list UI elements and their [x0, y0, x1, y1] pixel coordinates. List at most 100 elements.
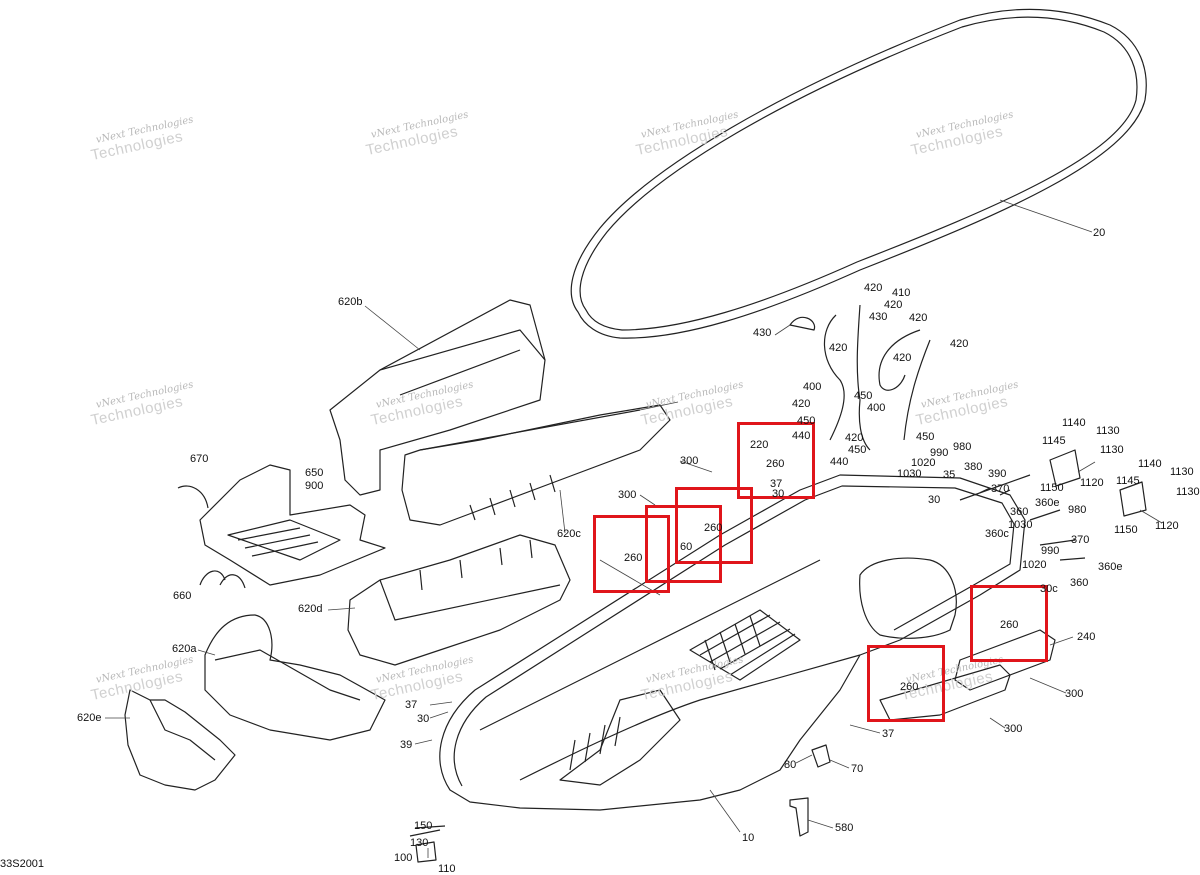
callout-420[interactable]: 420: [893, 352, 912, 364]
callout-1130[interactable]: 1130: [1100, 444, 1124, 456]
callout-360e[interactable]: 360e: [1035, 497, 1060, 509]
callout-620a[interactable]: 620a: [172, 643, 197, 655]
highlight-box-260-b[interactable]: [645, 505, 722, 583]
callout-60[interactable]: 60: [680, 541, 693, 553]
handle-670: [177, 485, 209, 509]
callout-300[interactable]: 300: [1004, 723, 1023, 735]
callout-380[interactable]: 380: [964, 461, 983, 473]
callout-390[interactable]: 390: [988, 468, 1007, 480]
callout-420[interactable]: 420: [909, 312, 928, 324]
callout-450[interactable]: 450: [848, 444, 867, 456]
callout-1140[interactable]: 1140: [1062, 417, 1086, 429]
callout-1020[interactable]: 1020: [911, 457, 936, 469]
highlight-box-260-e[interactable]: [867, 645, 945, 722]
callout-1150[interactable]: 1150: [1114, 524, 1138, 536]
callout-360e[interactable]: 360e: [1098, 561, 1123, 573]
callout-1130[interactable]: 1130: [1170, 466, 1194, 478]
callout-580[interactable]: 580: [835, 822, 854, 834]
callout-130[interactable]: 130: [410, 837, 429, 849]
callout-30[interactable]: 30: [417, 713, 430, 725]
callout-1145[interactable]: 1145: [1042, 435, 1066, 447]
callout-990[interactable]: 990: [930, 447, 949, 459]
callout-400[interactable]: 400: [867, 402, 886, 414]
diagram-code: 33S2001: [0, 858, 45, 870]
callout-260[interactable]: 260: [766, 458, 785, 470]
deck-body-10: [439, 474, 1026, 811]
callout-900[interactable]: 900: [305, 480, 324, 492]
highlight-box-260-c[interactable]: [593, 515, 670, 593]
callout-420[interactable]: 420: [950, 338, 969, 350]
callout-370[interactable]: 370: [991, 483, 1010, 495]
callout-10[interactable]: 10: [742, 832, 755, 844]
callout-1030[interactable]: 1030: [897, 468, 922, 480]
callout-980[interactable]: 980: [953, 441, 972, 453]
callout-300[interactable]: 300: [1065, 688, 1084, 700]
callout-1130[interactable]: 1130: [1176, 486, 1200, 498]
callout-150[interactable]: 150: [414, 820, 433, 832]
callout-450[interactable]: 450: [797, 415, 816, 427]
callout-430[interactable]: 430: [869, 311, 888, 323]
callout-620e[interactable]: 620e: [77, 712, 102, 724]
callout-260[interactable]: 260: [624, 552, 643, 564]
callout-650[interactable]: 650: [305, 467, 324, 479]
callout-400[interactable]: 400: [803, 381, 822, 393]
callout-37[interactable]: 37: [770, 478, 783, 490]
callout-370[interactable]: 370: [1071, 534, 1090, 546]
callout-80[interactable]: 80: [784, 759, 797, 771]
callout-35[interactable]: 35: [943, 469, 956, 481]
radiator-grid: [689, 609, 801, 681]
callout-100[interactable]: 100: [394, 852, 413, 864]
callout-440[interactable]: 440: [792, 430, 811, 442]
callout-30[interactable]: 30: [928, 494, 941, 506]
callout-410[interactable]: 410: [892, 287, 911, 299]
highlight-box-220[interactable]: [737, 422, 815, 499]
callout-220[interactable]: 220: [750, 439, 769, 451]
callout-360[interactable]: 360: [1010, 506, 1029, 518]
callout-420[interactable]: 420: [829, 342, 848, 354]
callout-670[interactable]: 670: [190, 453, 209, 465]
callout-39[interactable]: 39: [400, 739, 413, 751]
bumper-620e: [124, 689, 236, 791]
callout-240[interactable]: 240: [1077, 631, 1096, 643]
callout-260[interactable]: 260: [900, 681, 919, 693]
callout-1130[interactable]: 1130: [1096, 425, 1120, 437]
engine-block: [859, 557, 957, 639]
callout-990[interactable]: 990: [1041, 545, 1060, 557]
callout-1120[interactable]: 1120: [1080, 477, 1104, 489]
callout-300[interactable]: 300: [680, 455, 699, 467]
callout-420[interactable]: 420: [845, 432, 864, 444]
callout-420[interactable]: 420: [864, 282, 883, 294]
callout-450[interactable]: 450: [854, 390, 873, 402]
callout-300[interactable]: 300: [618, 489, 637, 501]
callout-1120[interactable]: 1120: [1155, 520, 1179, 532]
callout-620b[interactable]: 620b: [338, 296, 363, 308]
callout-37[interactable]: 37: [405, 699, 418, 711]
callout-420[interactable]: 420: [884, 299, 903, 311]
callout-30c[interactable]: 30c: [1040, 583, 1058, 595]
callout-360c[interactable]: 360c: [985, 528, 1009, 540]
callout-430[interactable]: 430: [753, 327, 772, 339]
callout-260[interactable]: 260: [1000, 619, 1019, 631]
callout-620d[interactable]: 620d: [298, 603, 323, 615]
callout-1020[interactable]: 1020: [1022, 559, 1047, 571]
callout-30[interactable]: 30: [772, 488, 785, 500]
callout-1150[interactable]: 1150: [1040, 482, 1064, 494]
callout-20[interactable]: 20: [1093, 227, 1106, 239]
callout-1140[interactable]: 1140: [1138, 458, 1162, 470]
callout-450[interactable]: 450: [916, 431, 935, 443]
callout-260[interactable]: 260: [704, 522, 723, 534]
callout-660[interactable]: 660: [173, 590, 192, 602]
callout-980[interactable]: 980: [1068, 504, 1087, 516]
callout-37[interactable]: 37: [882, 728, 895, 740]
callout-420[interactable]: 420: [792, 398, 811, 410]
callout-110[interactable]: 110: [438, 863, 456, 875]
highlight-box-260-d[interactable]: [970, 585, 1048, 662]
callout-1145[interactable]: 1145: [1116, 475, 1140, 487]
callout-360[interactable]: 360: [1070, 577, 1089, 589]
callout-620c[interactable]: 620c: [557, 528, 581, 540]
callout-1030[interactable]: 1030: [1008, 519, 1033, 531]
callout-70[interactable]: 70: [851, 763, 864, 775]
highlight-box-260-a[interactable]: [675, 487, 753, 564]
callout-440[interactable]: 440: [830, 456, 849, 468]
